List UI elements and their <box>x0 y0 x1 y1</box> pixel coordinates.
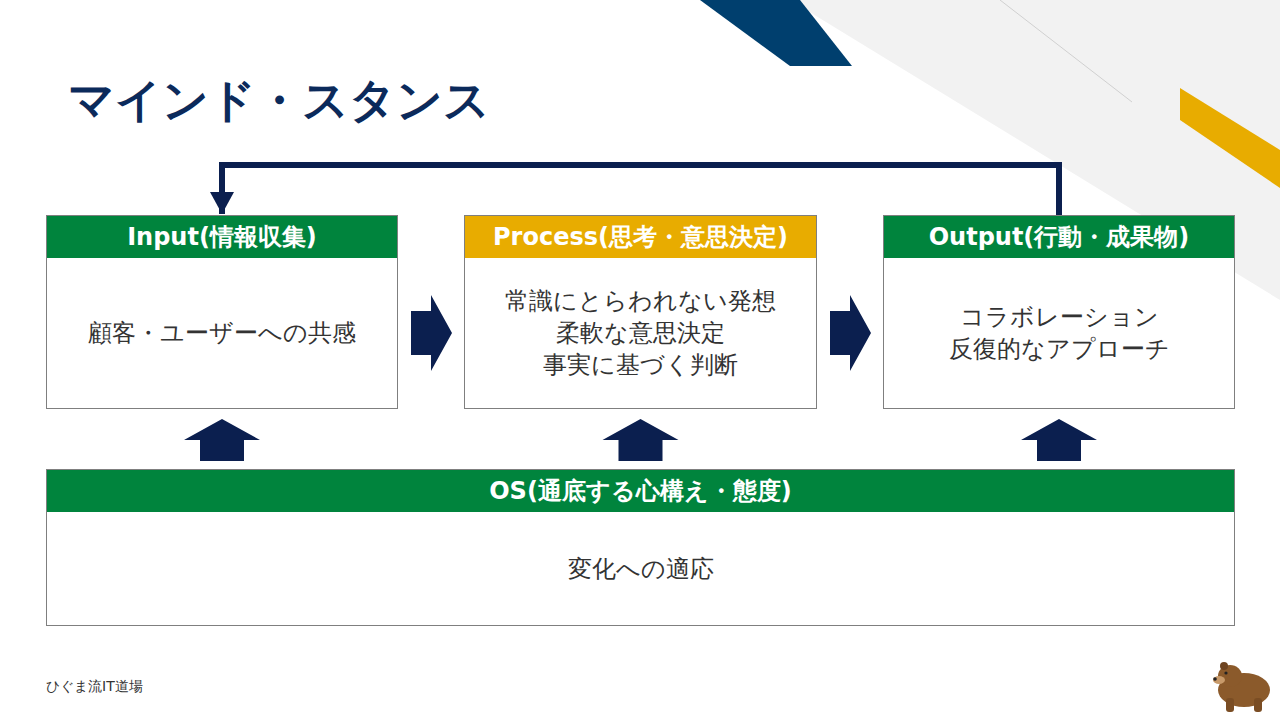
slide-title: マインド・スタンス <box>68 70 490 132</box>
box-body: 常識にとらわれない発想柔軟な意思決定事実に基づく判断 <box>465 258 816 408</box>
flow-arrow <box>411 295 452 371</box>
flow-arrow <box>1021 419 1097 461</box>
box-text: 柔軟な意思決定 <box>556 317 725 349</box>
box-text: 変化への適応 <box>568 553 714 585</box>
flow-arrow <box>184 419 260 461</box>
gray-band <box>790 0 1280 300</box>
stage-box: Output(行動・成果物) コラボレーション反復的なアプローチ <box>883 215 1235 409</box>
box-header: Output(行動・成果物) <box>884 216 1234 258</box>
box-heading: OS(通底する心構え・態度) <box>489 475 792 507</box>
box-text: 事実に基づく判断 <box>543 349 738 381</box>
box-text: 反復的なアプローチ <box>949 333 1170 365</box>
box-body: コラボレーション反復的なアプローチ <box>884 258 1234 408</box>
box-header: Input(情報収集) <box>47 216 397 258</box>
box-body: 変化への適応 <box>47 512 1234 625</box>
flow-arrow <box>603 419 679 461</box>
bear-illustration <box>1213 662 1270 712</box>
box-header: Process(思考・意思決定) <box>465 216 816 258</box>
flow-arrow <box>222 165 1059 215</box>
box-text: 常識にとらわれない発想 <box>505 285 776 317</box>
flow-arrow <box>830 295 871 371</box>
box-text: コラボレーション <box>960 301 1159 333</box>
box-heading: Output(行動・成果物) <box>929 221 1190 253</box>
box-header: OS(通底する心構え・態度) <box>47 470 1234 512</box>
stage-box: OS(通底する心構え・態度) 変化への適応 <box>46 469 1235 626</box>
thin-line <box>1000 0 1132 102</box>
box-text: 顧客・ユーザーへの共感 <box>88 317 356 349</box>
navy-stripe <box>700 0 852 66</box>
box-heading: Process(思考・意思決定) <box>493 221 788 253</box>
footer-label: ひぐま流IT道場 <box>46 678 143 696</box>
stage-box: Input(情報収集) 顧客・ユーザーへの共感 <box>46 215 398 409</box>
box-heading: Input(情報収集) <box>127 221 317 253</box>
stage-box: Process(思考・意思決定) 常識にとらわれない発想柔軟な意思決定事実に基づく… <box>464 215 817 409</box>
box-body: 顧客・ユーザーへの共感 <box>47 258 397 408</box>
yellow-stripe <box>1180 88 1280 188</box>
